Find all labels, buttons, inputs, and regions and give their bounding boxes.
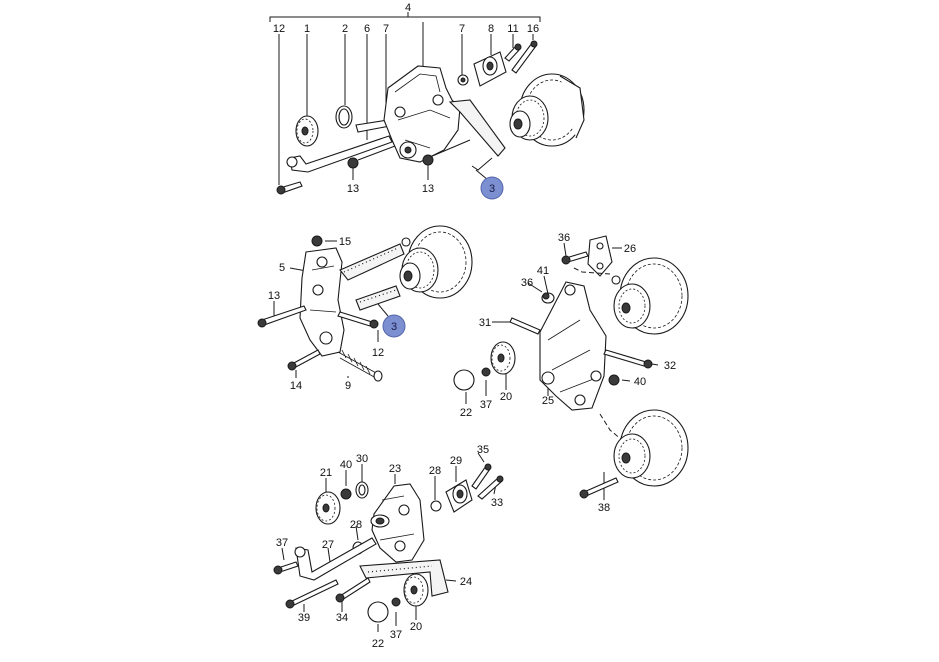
- callout-6: 6: [364, 23, 370, 35]
- support-plate: [587, 235, 613, 277]
- callout-13: 13: [347, 183, 359, 195]
- callout-12: 12: [273, 23, 285, 35]
- callout-40: 40: [634, 376, 646, 388]
- callout-22: 22: [460, 407, 472, 419]
- tensioner-bracket: [371, 483, 425, 563]
- callout-1: 1: [304, 23, 310, 35]
- callout-25: 25: [542, 395, 554, 407]
- callout-29: 29: [450, 455, 462, 467]
- bolt: [289, 579, 339, 607]
- bottom-assembly: [273, 452, 504, 632]
- v-belt: [448, 99, 506, 157]
- stud: [509, 317, 541, 335]
- callout-34: 34: [336, 612, 348, 624]
- callout-39: 39: [298, 612, 310, 624]
- alternator: [611, 257, 689, 335]
- bracket-plate: [299, 247, 345, 357]
- callout-4: 4: [405, 2, 411, 14]
- callout-28: 28: [350, 519, 362, 531]
- bolt: [603, 349, 647, 367]
- alternator: [509, 73, 585, 147]
- callout-30: 30: [356, 453, 368, 465]
- callout-11: 11: [507, 23, 518, 35]
- callout-7: 7: [383, 23, 389, 35]
- bolt: [261, 305, 307, 326]
- middle-right-assembly: [453, 235, 689, 500]
- spring: [337, 349, 379, 379]
- alternator: [399, 225, 473, 299]
- callout-12: 12: [372, 347, 384, 359]
- callout-15: 15: [339, 236, 351, 248]
- belt-hotspot-middle[interactable]: 3: [377, 303, 406, 338]
- callout-13: 13: [422, 183, 434, 195]
- top-assembly: [269, 12, 585, 195]
- callout-26: 26: [624, 243, 636, 255]
- bolt: [339, 577, 371, 601]
- callout-8: 8: [488, 23, 494, 35]
- svg-text:3: 3: [391, 321, 397, 333]
- nut: [311, 235, 323, 247]
- belt-hotspot-top[interactable]: 3: [475, 169, 504, 200]
- callout-33: 33: [491, 497, 503, 509]
- stay-rod: [295, 537, 377, 581]
- callout-36: 36: [521, 277, 533, 289]
- nut: [340, 488, 352, 500]
- svg-text:3: 3: [489, 183, 495, 195]
- callout-27: 27: [322, 539, 334, 551]
- callout-20: 20: [500, 391, 512, 403]
- callout-40: 40: [340, 459, 352, 471]
- mounting-bracket: [383, 65, 461, 163]
- callout-21: 21: [320, 467, 332, 479]
- bolt-head: [481, 367, 491, 377]
- callout-37: 37: [390, 629, 402, 641]
- callout-14: 14: [290, 380, 302, 392]
- cap: [367, 601, 389, 623]
- nut: [347, 157, 359, 169]
- bolt: [583, 477, 619, 497]
- callout-24: 24: [460, 576, 472, 588]
- nut: [422, 154, 434, 166]
- stay-rod: [289, 135, 393, 173]
- callout-7: 7: [459, 23, 465, 35]
- callout-35: 35: [477, 444, 489, 456]
- callout-32: 32: [664, 360, 676, 372]
- bolt-head: [391, 597, 401, 607]
- callout-37: 37: [480, 399, 492, 411]
- callout-38: 38: [598, 502, 610, 514]
- v-belt: [339, 243, 405, 281]
- bushing: [430, 500, 442, 512]
- alternator: [613, 409, 689, 487]
- callout-37: 37: [276, 537, 288, 549]
- callout-31: 31: [479, 317, 491, 329]
- callout-9: 9: [345, 380, 351, 392]
- callout-13: 13: [268, 290, 280, 302]
- group-bracket: [269, 16, 541, 22]
- callout-20: 20: [410, 621, 422, 633]
- callout-28: 28: [429, 465, 441, 477]
- callout-36: 36: [558, 232, 570, 244]
- alternator-bracket: [539, 281, 607, 411]
- callout-5: 5: [279, 262, 285, 274]
- nut: [608, 374, 620, 386]
- callout-16: 16: [527, 23, 539, 35]
- callout-23: 23: [389, 463, 401, 475]
- callout-41: 41: [537, 265, 549, 277]
- v-belt: [359, 559, 449, 597]
- middle-left-assembly: [257, 225, 473, 382]
- cap: [453, 369, 475, 391]
- callout-22: 22: [372, 638, 384, 650]
- callout-2: 2: [342, 23, 348, 35]
